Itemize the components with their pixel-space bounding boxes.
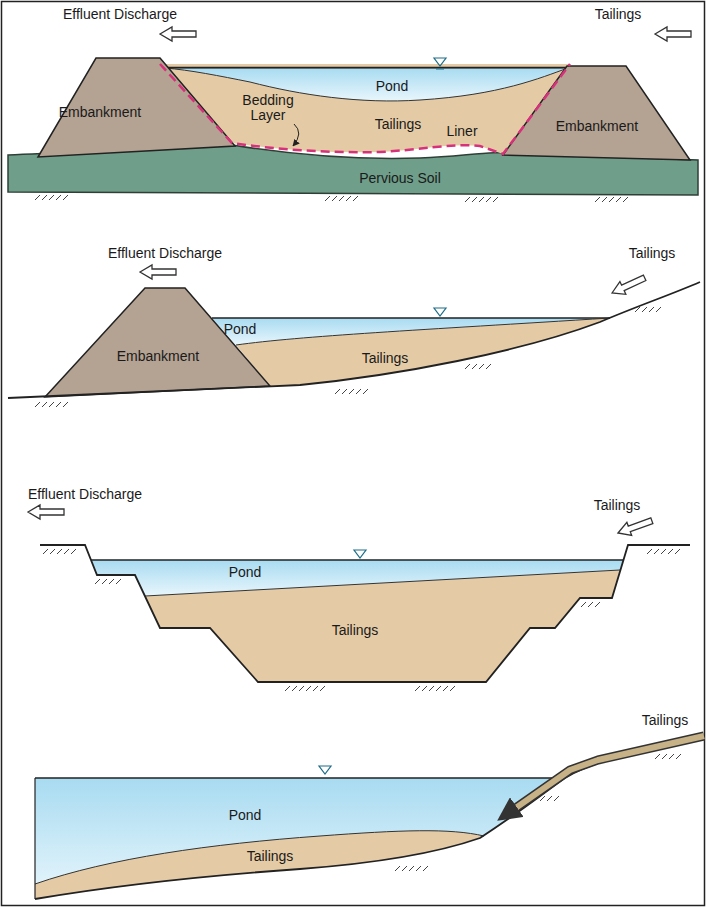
region-label: Tailings bbox=[332, 622, 379, 638]
callout-label: Liner bbox=[446, 124, 477, 139]
flow-label: Effluent Discharge bbox=[108, 246, 222, 261]
region-label: Tailings bbox=[362, 350, 409, 366]
lake-facility bbox=[35, 736, 704, 899]
water-level-symbol bbox=[434, 58, 446, 69]
pond-region: Pond bbox=[227, 806, 264, 824]
valley-facility bbox=[8, 265, 700, 398]
tailings-region: Tailings bbox=[330, 621, 381, 639]
flow-label: Effluent Discharge bbox=[28, 487, 142, 502]
region-label: Embankment bbox=[59, 104, 141, 120]
region-label: Embankment bbox=[556, 118, 638, 134]
embankment-region: Embankment bbox=[115, 347, 201, 365]
embankment-region: Embankment bbox=[554, 117, 640, 135]
pond-region: Pond bbox=[374, 77, 411, 95]
region-label: Tailings bbox=[247, 848, 294, 864]
flow-arrow bbox=[140, 265, 176, 279]
leader-line bbox=[293, 124, 299, 146]
flow-arrow bbox=[616, 514, 655, 539]
water-level-symbol bbox=[434, 308, 446, 316]
flow-label: Tailings bbox=[629, 246, 676, 261]
region-label: Pond bbox=[376, 78, 409, 94]
flow-arrow bbox=[609, 271, 648, 299]
tailings-region: Tailings bbox=[360, 349, 411, 367]
flow-arrow bbox=[160, 27, 196, 41]
soil-region: Pervious Soil bbox=[357, 169, 443, 187]
flow-label: Effluent Discharge bbox=[63, 7, 177, 22]
region-label: Tailings bbox=[375, 116, 422, 132]
embankment-region: Embankment bbox=[57, 103, 143, 121]
flow-label: Tailings bbox=[594, 498, 641, 513]
pond-region: Pond bbox=[222, 320, 259, 338]
tailings-region: Tailings bbox=[373, 115, 424, 133]
callout-label: Bedding Layer bbox=[237, 93, 299, 123]
region-label: Embankment bbox=[117, 348, 199, 364]
flow-arrow bbox=[655, 27, 691, 41]
pond-region: Pond bbox=[227, 563, 264, 581]
flow-arrow bbox=[28, 505, 64, 519]
region-label: Pond bbox=[229, 564, 262, 580]
water-level-symbol bbox=[354, 550, 366, 558]
tailings-region: Tailings bbox=[245, 847, 296, 865]
water-level-symbol bbox=[319, 766, 331, 774]
discharge-pipe bbox=[507, 736, 704, 814]
pit-facility bbox=[28, 505, 690, 682]
ground-hatching bbox=[35, 195, 681, 871]
region-label: Pond bbox=[229, 807, 262, 823]
lined-facility bbox=[8, 27, 698, 195]
flow-label: Tailings bbox=[595, 7, 642, 22]
flow-label: Tailings bbox=[642, 713, 689, 728]
region-label: Pervious Soil bbox=[359, 170, 441, 186]
region-label: Pond bbox=[224, 321, 257, 337]
